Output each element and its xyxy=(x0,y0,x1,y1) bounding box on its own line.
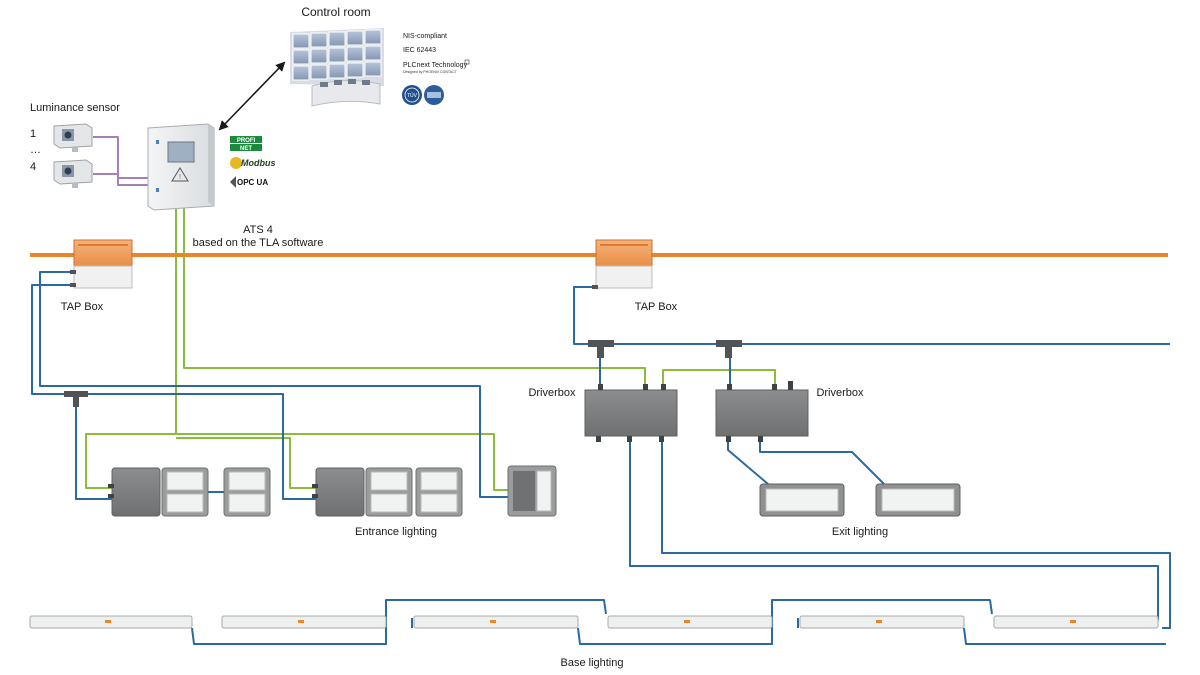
control-room: Control room xyxy=(218,5,384,131)
base-luminaire-2 xyxy=(221,615,387,629)
warning-triangle-icon xyxy=(171,167,189,182)
base-lighting-label: Base lighting xyxy=(561,657,624,669)
tap-box-left-label: TAP Box xyxy=(61,301,104,313)
driverbox-left-label: Driverbox xyxy=(528,387,576,399)
profinet-text-bottom: NET xyxy=(240,146,252,152)
data-cable-left-tap xyxy=(31,271,508,500)
exit-cable-2 xyxy=(759,437,885,485)
tap-box-right: TAP Box xyxy=(592,239,678,313)
tuv-text: TÜV xyxy=(407,92,418,99)
video-wall xyxy=(290,28,384,107)
t-connector-left xyxy=(64,391,88,407)
driverbox-right-label: Driverbox xyxy=(816,387,864,399)
control-cable-entrance-2 xyxy=(176,437,316,489)
entrance-floodlight-2 xyxy=(223,467,271,517)
tap-box-right-label: TAP Box xyxy=(635,301,678,313)
exit-cable-1 xyxy=(727,437,769,485)
driverbox-left: Driverbox xyxy=(528,384,678,442)
tap-box-left: TAP Box xyxy=(61,239,133,313)
cert-iec: IEC 62443 xyxy=(403,47,436,54)
luminance-sensor-label: Luminance sensor xyxy=(30,102,120,114)
t-connector-right-2 xyxy=(716,340,742,358)
entrance-driver-2 xyxy=(312,467,365,517)
luminance-sensors: Luminance sensor 1 … 4 xyxy=(30,102,120,188)
exit-lighting: Exit lighting xyxy=(759,483,961,538)
base-lighting: Base lighting xyxy=(29,615,1159,669)
plcnext-logo-icon xyxy=(464,59,470,65)
entrance-lighting: Entrance lighting xyxy=(108,465,557,538)
base-cable-2 xyxy=(661,437,1171,629)
driverbox-right: Driverbox xyxy=(715,381,864,442)
profinet-text-top: PROFI xyxy=(237,138,256,144)
cert-designed-by: Designed by PHOENIX CONTACT xyxy=(403,70,458,74)
cert-plcnext: PLCnext Technology xyxy=(403,62,468,69)
cert-nis: NIS-compliant xyxy=(403,33,447,40)
sensor-number-4: 4 xyxy=(30,161,36,173)
base-luminaire-5 xyxy=(799,615,965,629)
base-luminaire-4 xyxy=(607,615,773,629)
certifications: NIS-compliant IEC 62443 PLCnext Technolo… xyxy=(402,33,470,105)
control-cable-to-driverboxes xyxy=(183,208,776,390)
svg-text:!: ! xyxy=(179,174,181,181)
base-luminaire-1 xyxy=(29,615,193,629)
ats4-label-line1: ATS 4 xyxy=(243,224,273,236)
base-cable-long xyxy=(629,437,1159,620)
opcua-logo-icon: OPC UA xyxy=(230,176,268,188)
profinet-logo-icon: PROFI NET xyxy=(230,136,262,152)
base-luminaire-6 xyxy=(993,615,1159,629)
tuv-badge-icon: TÜV xyxy=(402,85,444,105)
base-luminaire-3 xyxy=(413,615,579,629)
control-room-link-arrow xyxy=(218,61,286,131)
entrance-driver-1 xyxy=(108,467,161,517)
entrance-floodlight-3 xyxy=(365,467,413,517)
sensor-number-1: 1 xyxy=(30,128,36,140)
luminance-sensor-1 xyxy=(53,123,93,152)
sensor-cable-4 xyxy=(93,173,148,186)
exit-floodlight-1 xyxy=(759,483,845,517)
protocol-logos: PROFI NET Modbus OPC UA xyxy=(230,136,276,188)
entrance-floodlight-4 xyxy=(415,467,463,517)
ats4-control-cabinet: ! ATS 4 based on the TLA software xyxy=(147,123,324,249)
modbus-text: Modbus xyxy=(241,158,276,168)
luminance-sensor-4 xyxy=(53,159,93,188)
modbus-logo-icon: Modbus xyxy=(230,157,276,169)
exit-floodlight-2 xyxy=(875,483,961,517)
control-room-label: Control room xyxy=(301,5,370,19)
sensor-cable-1 xyxy=(93,136,148,179)
t-connector-right-1 xyxy=(588,340,614,358)
opcua-text: OPC UA xyxy=(237,178,268,187)
control-cable-to-entrance xyxy=(85,208,508,491)
ats4-label-line2: based on the TLA software xyxy=(193,237,324,249)
exit-lighting-label: Exit lighting xyxy=(832,526,888,538)
entrance-lighting-label: Entrance lighting xyxy=(355,526,437,538)
entrance-floodlight-1 xyxy=(161,467,209,517)
entrance-floodlight-5 xyxy=(507,465,557,517)
sensor-ellipsis: … xyxy=(30,144,41,156)
